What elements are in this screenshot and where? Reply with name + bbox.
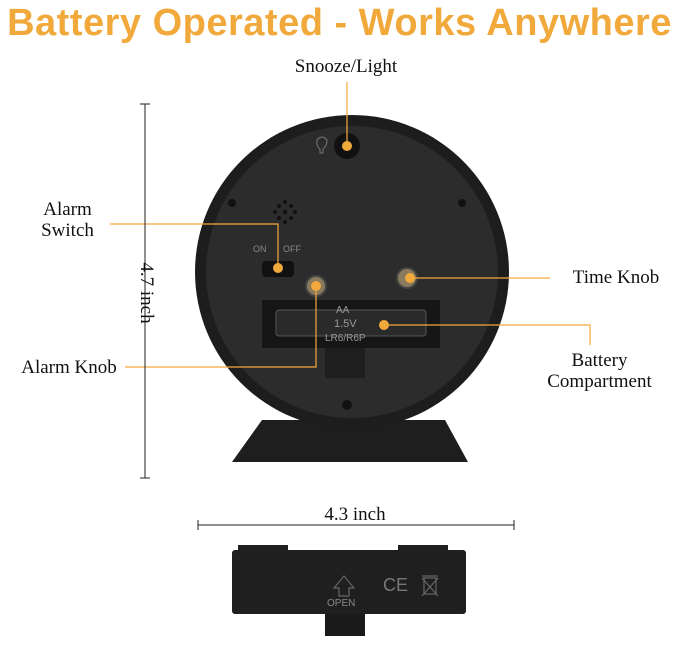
switch-off-text: OFF: [283, 244, 301, 254]
screw: [458, 199, 466, 207]
speaker-holes: [273, 200, 297, 224]
label-alarm-switch-line2: Switch: [41, 220, 94, 241]
trash-bin-icon: [421, 575, 439, 597]
light-bulb-icon: [316, 136, 328, 154]
switch-on-text: ON: [253, 244, 267, 254]
battery-voltage-text: 1.5V: [334, 318, 357, 330]
label-battery-compartment: Battery Compartment: [520, 350, 679, 392]
label-time-knob: Time Knob: [572, 267, 660, 288]
screw: [342, 400, 352, 410]
battery-model-text: LR6/R6P: [325, 333, 366, 344]
dimension-width: 4.3 inch: [324, 504, 386, 525]
battery-tab: [325, 348, 365, 378]
battery-type-text: AA: [336, 305, 350, 316]
cover-tab: [325, 614, 365, 636]
label-snooze-light: Snooze/Light: [294, 56, 398, 77]
label-alarm-switch: Alarm Switch: [20, 199, 115, 241]
dimension-height: 4.7 inch: [136, 262, 157, 324]
ce-mark: CE: [383, 575, 409, 595]
clock-stand: [232, 420, 468, 462]
arrow-up-icon: [332, 575, 356, 597]
headline: Battery Operated - Works Anywhere: [7, 2, 672, 44]
callout-dots: [273, 141, 415, 330]
dimension-lines: [140, 103, 515, 530]
label-alarm-switch-line1: Alarm: [43, 199, 92, 220]
screw: [228, 199, 236, 207]
cover-open-text: OPEN: [327, 598, 356, 609]
battery-cell: [275, 309, 427, 337]
label-battery-line2: Compartment: [547, 371, 652, 392]
label-battery-line1: Battery: [571, 350, 628, 371]
callout-lines: [110, 82, 591, 368]
label-alarm-knob: Alarm Knob: [21, 357, 117, 378]
